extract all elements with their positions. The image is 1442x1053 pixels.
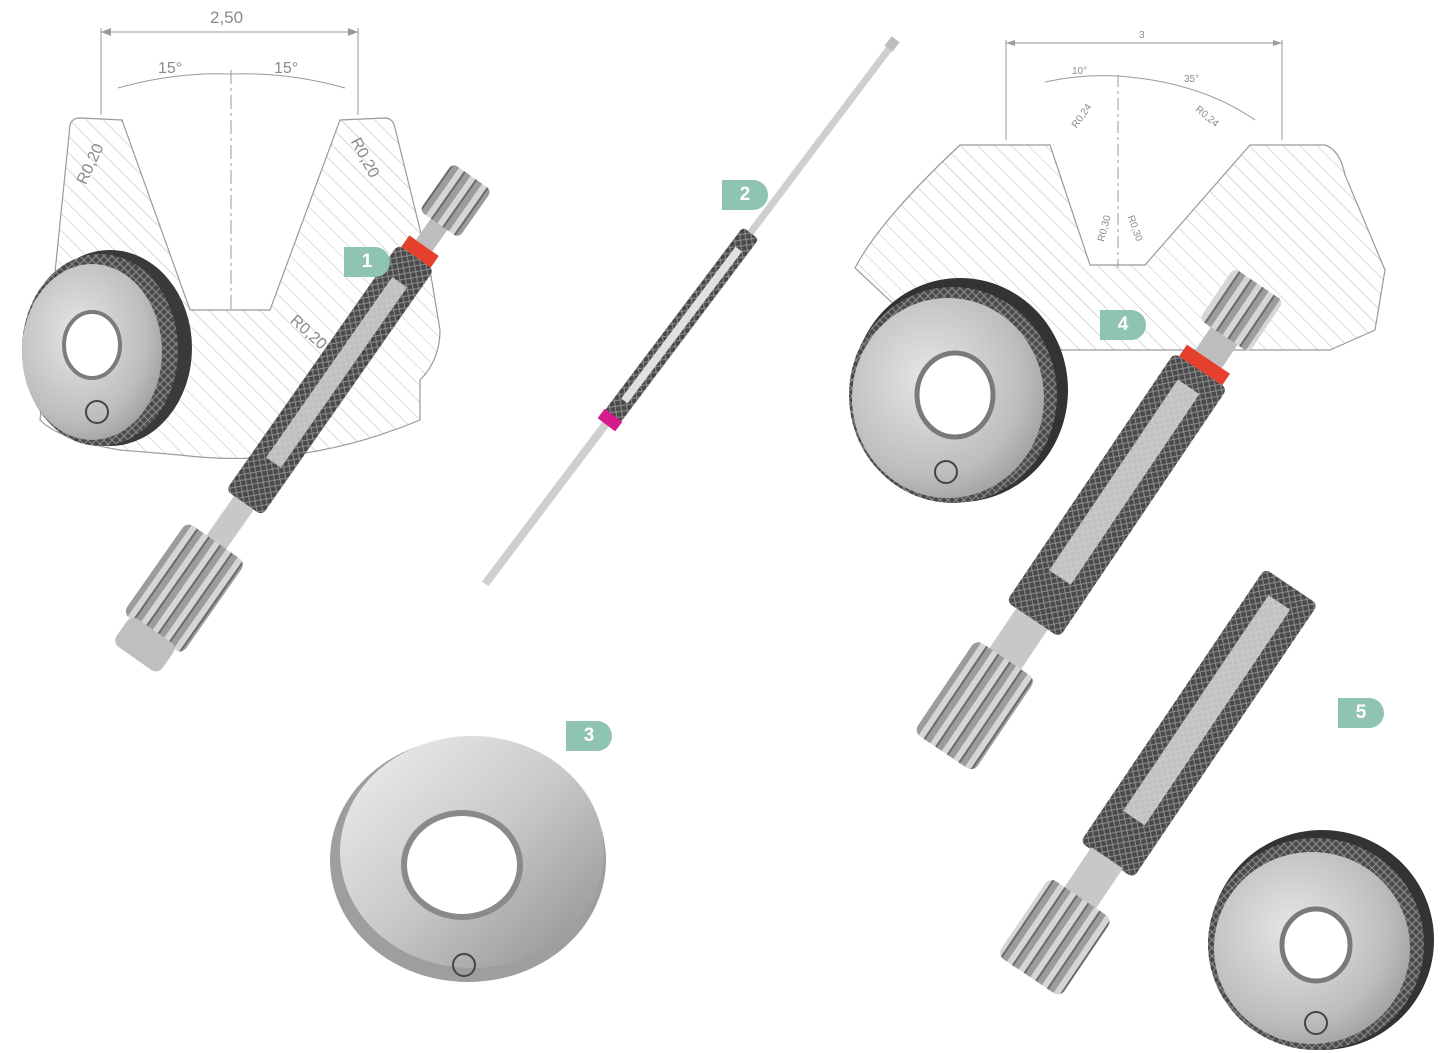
dimension-width-right: 3 [1139,30,1145,41]
thread-plug-gauge-1 [115,165,490,672]
thread-ring-gauge-1 [22,250,192,446]
thread-plug-gauge-4 [916,270,1282,770]
dimension-angle-right-a: 10° [1072,66,1088,77]
badge-1: 1 [344,247,390,277]
dimension-angle-right-b: 35° [1184,74,1200,85]
thread-plug-gauge-5 [1000,570,1316,995]
dimension-angle-left-a: 15° [158,60,183,77]
dimension-angle-left-b: 15° [274,60,299,77]
dimension-width-left: 2,50 [210,8,244,27]
thread-ring-gauge-5 [1208,830,1434,1050]
badge-3: 3 [566,721,612,751]
plain-plug-gauge-2 [482,36,900,587]
badge-4: 4 [1100,310,1146,340]
thread-ring-gauge-4 [849,278,1068,503]
badge-2: 2 [722,180,768,210]
badge-5: 5 [1338,698,1384,728]
ring-gauge-blank-3 [330,736,606,982]
